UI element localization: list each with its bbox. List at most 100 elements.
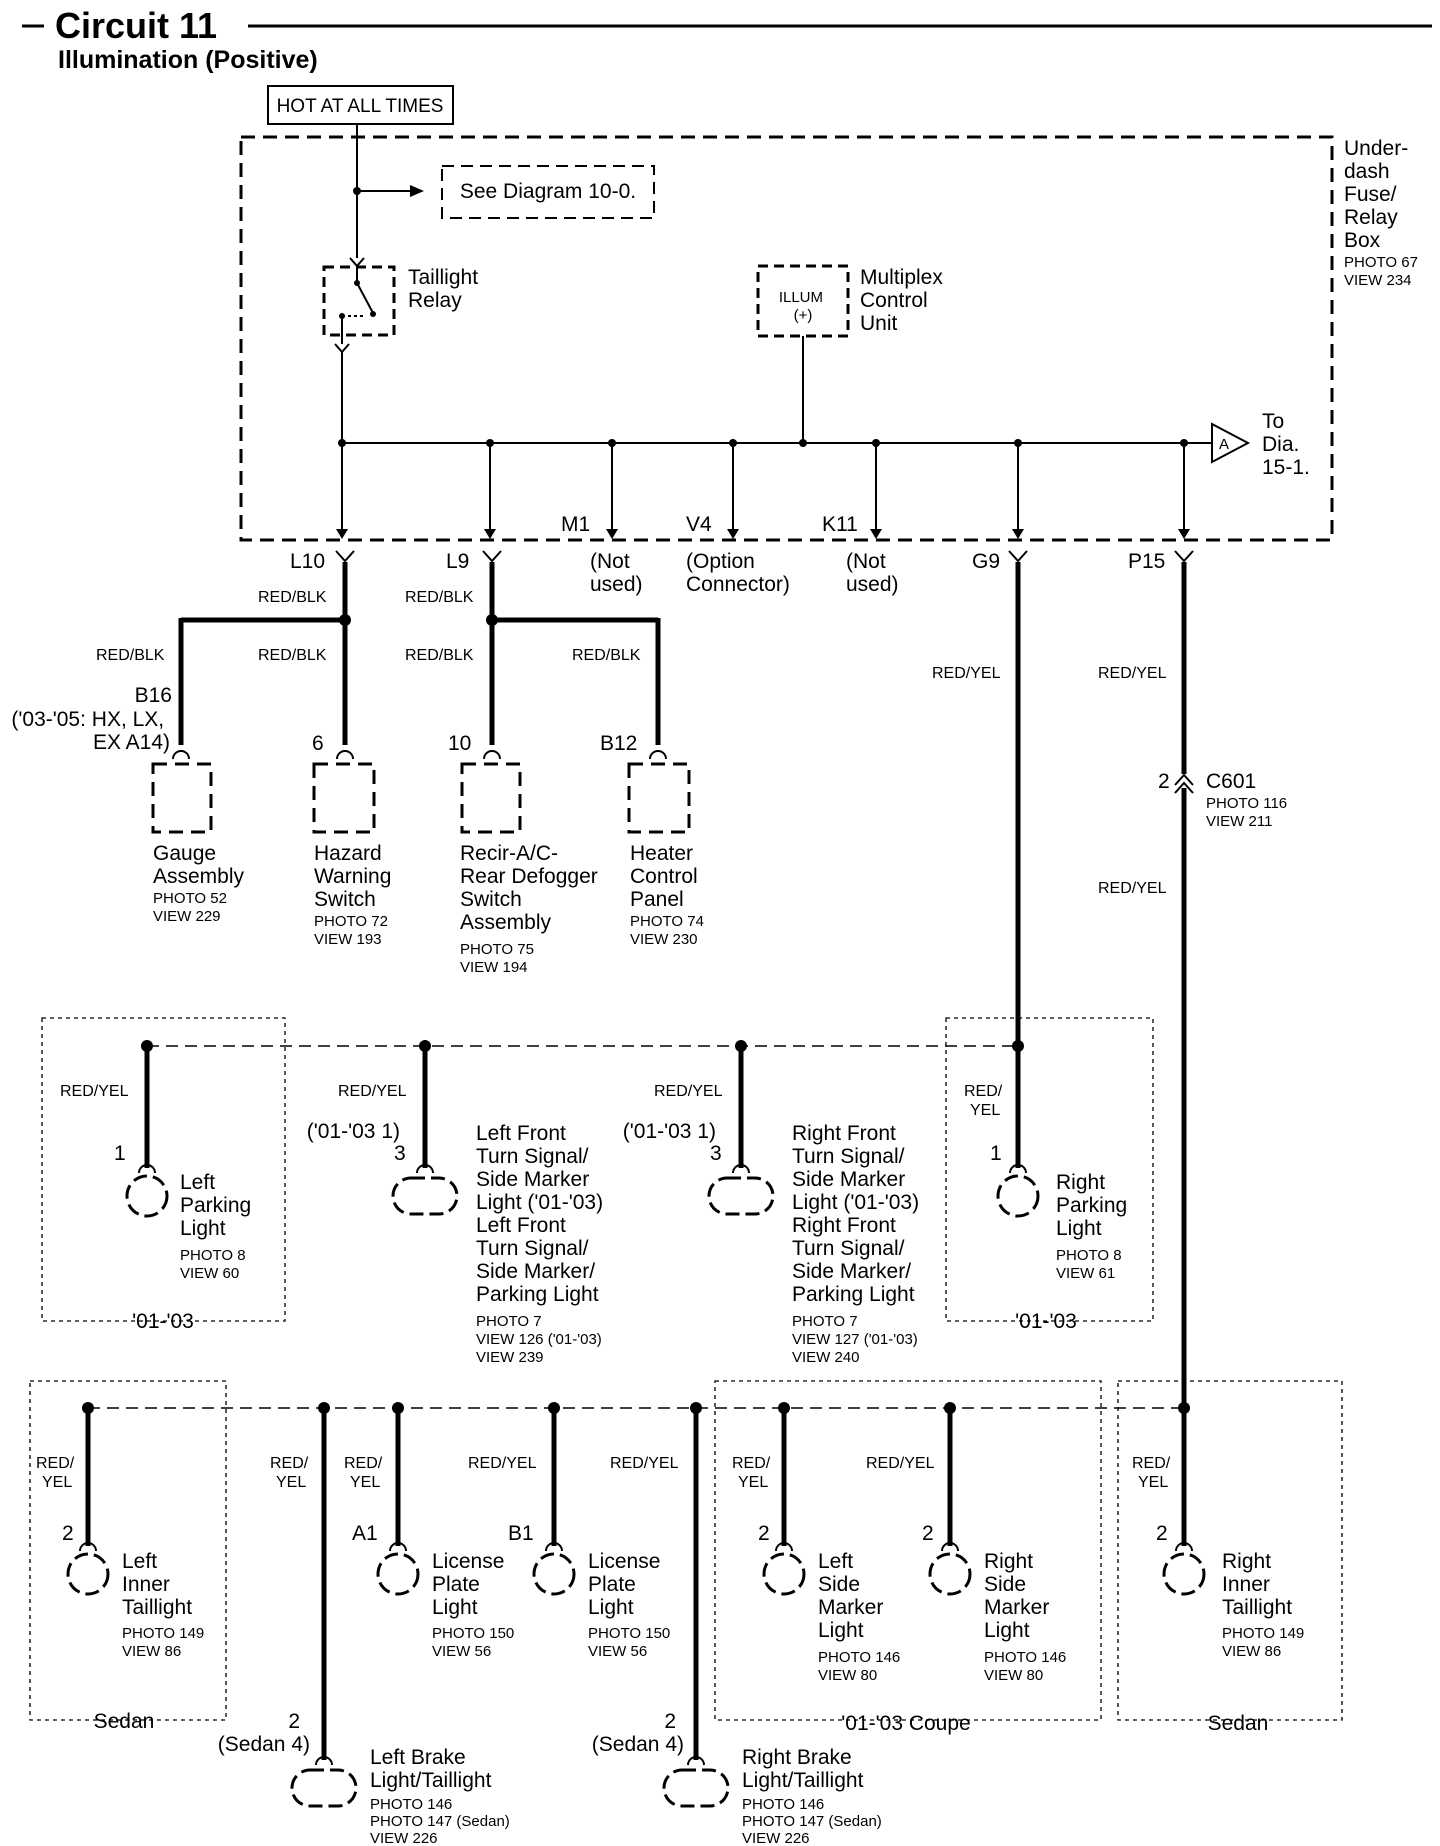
right-front-turn-bulb-icon [707, 1176, 775, 1216]
left-brake-taillight: 2 (Sedan 4) Left Brake Light/Taillight P… [218, 1710, 510, 1846]
left-parking-pin-cap [138, 1164, 156, 1174]
left-side-marker-bulb-icon [762, 1552, 806, 1596]
heater-pin-cap [649, 750, 667, 760]
license-b1-pin: B1 [508, 1522, 534, 1545]
right-brake-photo-view: PHOTO 146 PHOTO 147 (Sedan) VIEW 226 [742, 1796, 886, 1846]
connector-c601: 2 C601 PHOTO 116 VIEW 211 [1158, 770, 1287, 830]
wirecolor-l10: RED/BLK [258, 589, 327, 606]
wirecolor-left-brake: RED/ YEL [270, 1455, 313, 1491]
c601-pin: 2 [1158, 770, 1170, 793]
see-diagram-box [441, 165, 655, 219]
terminal-l10-label: L10 [290, 550, 325, 573]
wirecolor-p15-lower: RED/YEL [1098, 880, 1167, 897]
right-parking-box-label: '01-'03 [1015, 1310, 1077, 1333]
relay-contact-dot-b [370, 311, 376, 317]
right-parking-option-box [945, 1017, 1154, 1322]
license-plate-light-a1: A1 License Plate Light PHOTO 150 VIEW 56 [352, 1522, 518, 1660]
terminal-g9-label: G9 [972, 550, 1000, 573]
terminal-v4-label: V4 [686, 513, 712, 536]
gauge-name: Gauge Assembly [153, 842, 245, 888]
left-inner-box-label: Sedan [94, 1710, 155, 1733]
m1-note: (Not used) [590, 550, 643, 596]
right-inner-name: Right Inner Taillight [1222, 1550, 1292, 1619]
hot-at-all-times-label: HOT AT ALL TIMES [277, 96, 444, 117]
right-parking-light: 1 Right Parking Light PHOTO 8 VIEW 61 [990, 1142, 1133, 1282]
right-side-marker-name: Right Side Marker Light [984, 1550, 1055, 1642]
terminal-l9-label: L9 [446, 550, 469, 573]
connector-mark-l9 [482, 550, 502, 563]
right-side-marker-pin-cap [941, 1542, 959, 1552]
recirc-defogger-switch: 10 Recir-A/C- Rear Defogger Switch Assem… [448, 732, 598, 976]
right-brake-bulb-icon [662, 1768, 730, 1808]
wirecolor-right-inner: RED/ YEL [1132, 1455, 1175, 1491]
v4-note: (Option Connector) [686, 550, 790, 596]
right-parking-name: Right Parking Light [1056, 1171, 1133, 1240]
license-b1-bulb-icon [532, 1552, 576, 1596]
left-brake-pin-note: (Sedan 4) [218, 1733, 310, 1756]
terminal-p15-label: P15 [1128, 550, 1165, 573]
right-inner-taillight: 2 Right Inner Taillight PHOTO 149 VIEW 8… [1156, 1522, 1304, 1660]
left-front-turn-signal: ('01-'03 1) 3 Left Front Turn Signal/ Si… [307, 1120, 609, 1366]
wirecolor-left-inner: RED/ YEL [36, 1455, 79, 1491]
wirecolor-recirc: RED/BLK [405, 647, 474, 664]
arrow-g9 [1012, 529, 1024, 539]
right-parking-pin-cap [1009, 1164, 1027, 1174]
splice-l9 [486, 614, 498, 626]
coupe-option-box [714, 1380, 1102, 1721]
left-brake-pin: 2 [288, 1710, 300, 1733]
wirecolor-left-front-turn: RED/YEL [338, 1083, 407, 1100]
heater-name: Heater Control Panel [630, 842, 704, 911]
right-inner-box-label: Sedan [1208, 1712, 1269, 1735]
k11-note: (Not used) [846, 550, 899, 596]
page-subtitle: Illumination (Positive) [58, 46, 318, 74]
hazard-box [312, 762, 376, 834]
fuse-box-name: Under- dash Fuse/ Relay Box [1344, 137, 1414, 252]
wirecolor-right-brake: RED/YEL [610, 1455, 679, 1472]
left-parking-bulb-icon [125, 1174, 169, 1218]
left-front-turn-photo-view: PHOTO 7 VIEW 126 ('01-'03) VIEW 239 [476, 1313, 606, 1366]
mcu-illum-label: ILLUM (+) [779, 289, 827, 324]
connector-mark-l10 [335, 550, 355, 563]
left-inner-pin-cap [79, 1542, 97, 1552]
wirecolor-g9: RED/YEL [932, 665, 1001, 682]
license-b1-photo-view: PHOTO 150 VIEW 56 [588, 1625, 674, 1660]
wirecolor-right-front-turn: RED/YEL [654, 1083, 723, 1100]
left-brake-name: Left Brake Light/Taillight [370, 1746, 492, 1792]
gauge-pin: B16 [135, 684, 172, 707]
left-front-turn-name: Left Front Turn Signal/ Side Marker Ligh… [476, 1122, 609, 1306]
heater-control-panel: B12 Heater Control Panel PHOTO 74 VIEW 2… [600, 732, 704, 948]
gauge-pin-cap [172, 750, 190, 760]
license-b1-pin-cap [545, 1542, 563, 1552]
wirecolor-right-parking: RED/ YEL [964, 1083, 1007, 1119]
license-a1-bulb-icon [376, 1552, 420, 1596]
upper-wiring: RED/BLK RED/BLK RED/BLK RED/BLK RED/BLK … [96, 562, 661, 745]
left-front-turn-pin: 3 [394, 1142, 406, 1165]
relay-input-marker [349, 257, 365, 268]
right-inner-sedan-box [1117, 1380, 1343, 1721]
right-brake-name: Right Brake Light/Taillight [742, 1746, 864, 1792]
left-inner-taillight: 2 Left Inner Taillight PHOTO 149 VIEW 86 [62, 1522, 204, 1660]
relay-switch-arm [356, 282, 374, 314]
gauge-pin-note: ('03-'05: HX, LX, EX A14) [11, 708, 170, 754]
right-inner-pin: 2 [1156, 1522, 1168, 1545]
right-side-marker-photo-view: PHOTO 146 VIEW 80 [984, 1649, 1070, 1684]
right-side-marker-pin: 2 [922, 1522, 934, 1545]
heater-pin: B12 [600, 732, 637, 755]
right-brake-pin-cap [687, 1756, 705, 1766]
c601-mark-top [1174, 773, 1194, 786]
wirecolor-heater: RED/BLK [572, 647, 641, 664]
license-a1-photo-view: PHOTO 150 VIEW 56 [432, 1625, 518, 1660]
bus-drops [336, 439, 1190, 539]
right-front-turn-photo-view: PHOTO 7 VIEW 127 ('01-'03) VIEW 240 [792, 1313, 922, 1366]
mcu-label: Multiplex Control Unit [860, 266, 949, 335]
recirc-box [460, 762, 522, 834]
left-side-marker-name: Left Side Marker Light [818, 1550, 889, 1642]
page-title: Circuit 11 [55, 5, 217, 46]
to-dia-marker [1211, 422, 1251, 464]
right-parking-photo-view: PHOTO 8 VIEW 61 [1056, 1247, 1126, 1282]
right-side-marker-bulb-icon [928, 1552, 972, 1596]
recirc-pin: 10 [448, 732, 471, 755]
right-brake-taillight: 2 (Sedan 4) Right Brake Light/Taillight … [592, 1710, 886, 1846]
connector-mark-g9 [1008, 550, 1028, 563]
c601-name: C601 [1206, 770, 1256, 793]
